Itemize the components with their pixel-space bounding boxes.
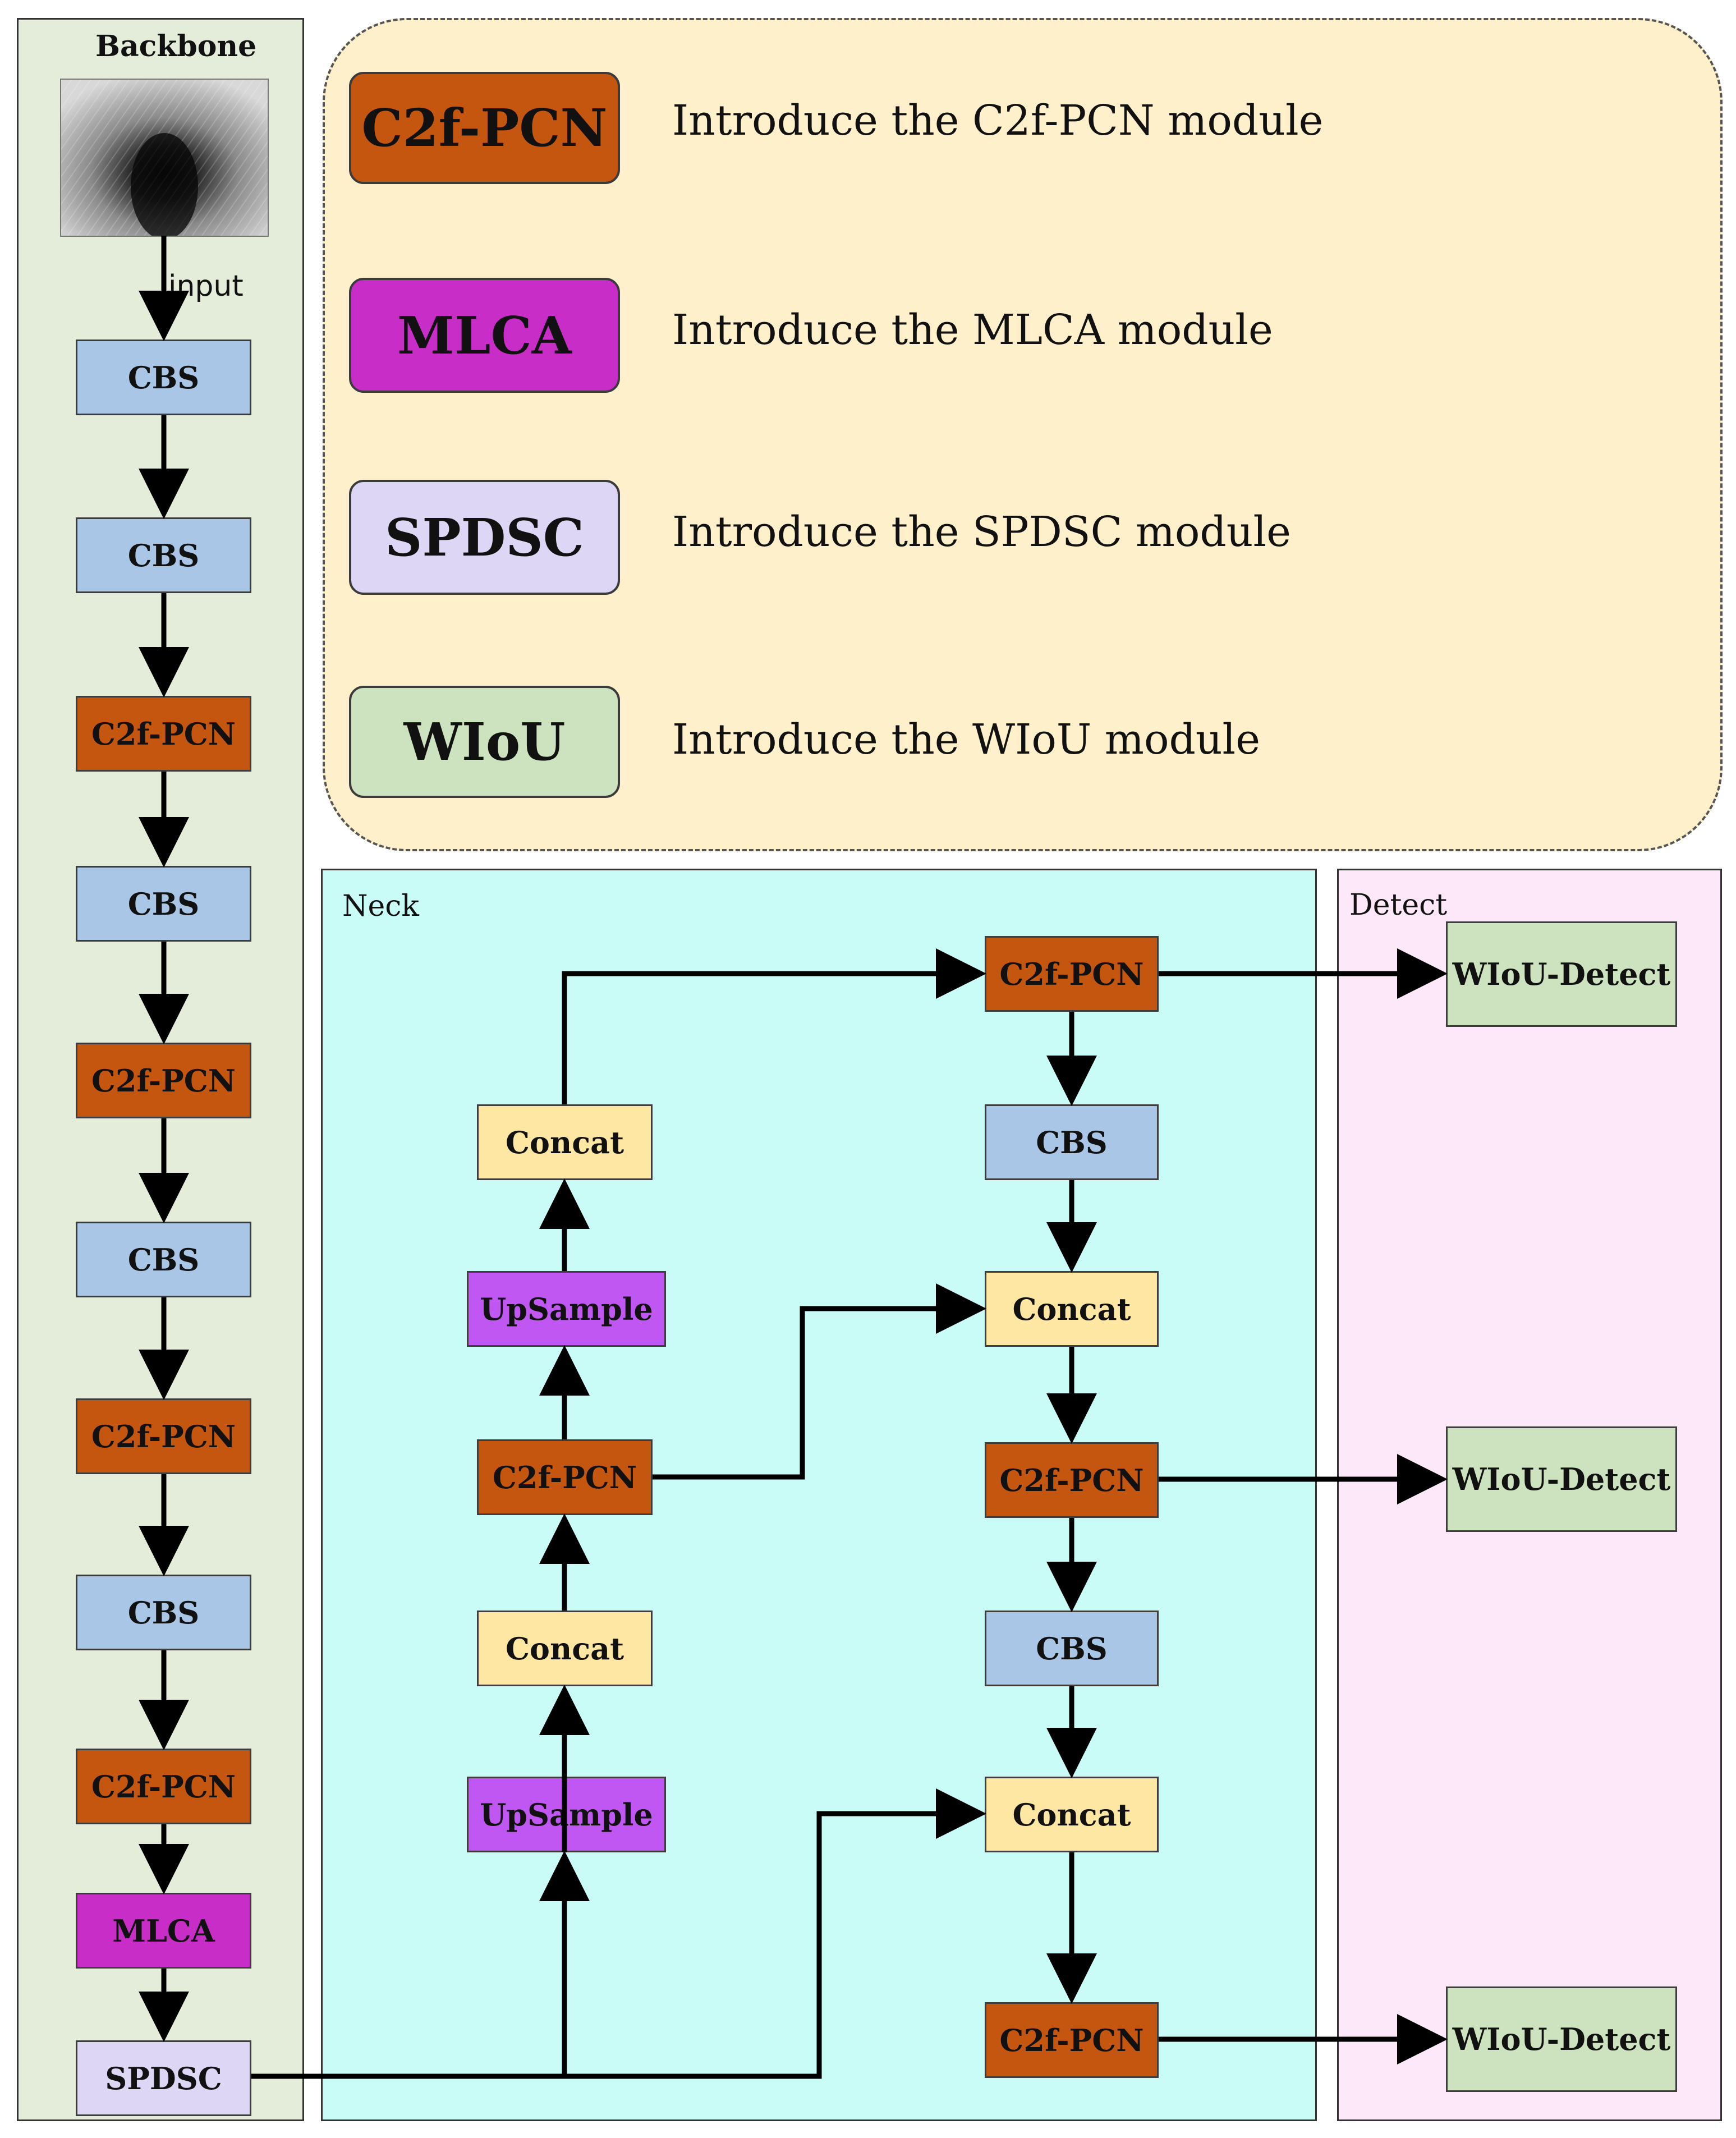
legend-key-mlca: MLCA xyxy=(349,278,620,393)
backbone-spdsc: SPDSC xyxy=(76,2040,251,2116)
legend-key-wiou: WIoU xyxy=(349,686,620,798)
legend-desc-spdsc: Introduce the SPDSC module xyxy=(672,508,1291,556)
neck-right-cbs-1: CBS xyxy=(985,1104,1159,1180)
legend-key-c2f-pcn: C2f-PCN xyxy=(349,72,620,184)
detect-title: Detect xyxy=(1349,888,1448,922)
neck-title: Neck xyxy=(342,889,419,923)
arrow-c2f-to-concat1 xyxy=(653,1283,986,1480)
backbone-title: Backbone xyxy=(95,29,257,63)
neck-left-concat-top: Concat xyxy=(477,1104,653,1180)
backbone-cbs-4: CBS xyxy=(76,1222,251,1297)
backbone-c2f-pcn-3: C2f-PCN xyxy=(76,1398,251,1474)
neck-right-c2f-pcn-3: C2f-PCN xyxy=(985,2002,1159,2078)
backbone-c2f-pcn-2: C2f-PCN xyxy=(76,1043,251,1118)
detect-head-3: WIoU-Detect xyxy=(1446,1986,1677,2092)
neck-right-c2f-pcn-2: C2f-PCN xyxy=(985,1442,1159,1518)
neck-left-c2f-pcn: C2f-PCN xyxy=(477,1439,653,1515)
backbone-c2f-pcn-4: C2f-PCN xyxy=(76,1749,251,1824)
neck-right-concat-2: Concat xyxy=(985,1777,1159,1852)
backbone-cbs-5: CBS xyxy=(76,1575,251,1650)
arrow-concat-to-c2f1 xyxy=(562,948,986,1104)
backbone-cbs-3: CBS xyxy=(76,866,251,942)
arrow-spdsc-to-upsample xyxy=(251,1851,590,2079)
arrow-spdsc-to-concat2 xyxy=(564,1788,986,2079)
neck-right-c2f-pcn-1: C2f-PCN xyxy=(985,936,1159,1012)
neck-left-upsample-top: UpSample xyxy=(467,1271,666,1347)
neck-left-concat-bottom: Concat xyxy=(477,1611,653,1686)
backbone-cbs-2: CBS xyxy=(76,517,251,593)
legend-key-spdsc: SPDSC xyxy=(349,480,620,595)
legend-desc-c2f-pcn: Introduce the C2f-PCN module xyxy=(672,97,1324,145)
neck-right-cbs-2: CBS xyxy=(985,1611,1159,1686)
detect-head-1: WIoU-Detect xyxy=(1446,921,1677,1027)
backbone-mlca: MLCA xyxy=(76,1893,251,1969)
input-image xyxy=(60,79,269,237)
backbone-cbs-1: CBS xyxy=(76,339,251,415)
legend-desc-mlca: Introduce the MLCA module xyxy=(672,306,1273,354)
legend-desc-wiou: Introduce the WIoU module xyxy=(672,715,1260,764)
input-image-graphic xyxy=(61,80,268,236)
